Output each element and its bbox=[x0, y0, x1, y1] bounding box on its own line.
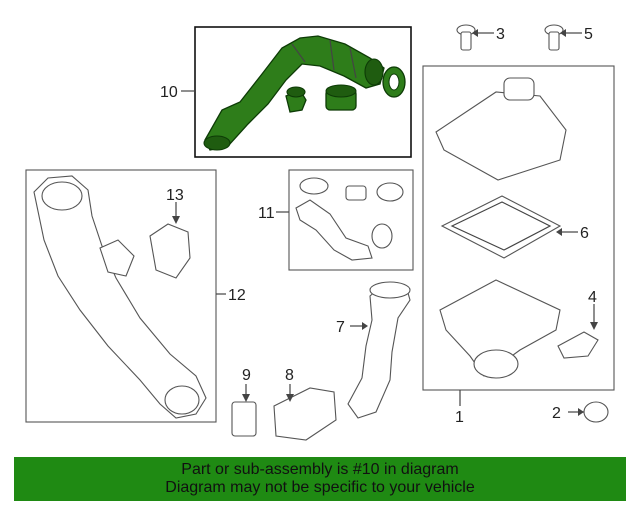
bolt-5[interactable] bbox=[544, 24, 582, 51]
grommet-b bbox=[345, 185, 367, 201]
hose-end-inlet bbox=[364, 58, 384, 86]
grommet-small-top bbox=[286, 86, 306, 98]
arrow-2 bbox=[578, 408, 584, 416]
grommet-2[interactable] bbox=[568, 401, 609, 423]
duct-7-top bbox=[369, 281, 411, 299]
arrow-9 bbox=[242, 394, 250, 402]
seal-c bbox=[376, 182, 404, 202]
group-12-frame bbox=[25, 169, 217, 423]
hose-ring-hole bbox=[388, 73, 400, 91]
arrow-8 bbox=[286, 394, 294, 402]
filter-inner bbox=[450, 201, 552, 251]
hose-end-outlet bbox=[203, 135, 231, 151]
duct-7-body bbox=[347, 283, 411, 419]
callout-7: 7 bbox=[336, 319, 345, 336]
grommet-2-body bbox=[583, 401, 609, 423]
callout-3: 3 bbox=[496, 26, 505, 43]
callout-10: 10 bbox=[160, 84, 178, 101]
group-10[interactable] bbox=[181, 26, 412, 158]
group-11-frame bbox=[288, 169, 414, 271]
resonator-13[interactable] bbox=[149, 223, 191, 279]
duct-inlet bbox=[41, 181, 83, 211]
callout-5: 5 bbox=[584, 26, 593, 43]
duct-7[interactable] bbox=[347, 281, 411, 419]
group-10-frame bbox=[194, 26, 412, 158]
group-12[interactable] bbox=[25, 169, 226, 423]
bolt-5-shank bbox=[548, 31, 560, 51]
arrow-3 bbox=[472, 29, 478, 37]
bolt-3[interactable] bbox=[456, 24, 494, 51]
parts-diagram: 10 12 13 11 3 5 6 4 7 9 8 1 2 bbox=[25, 24, 615, 441]
intake-duct-large[interactable] bbox=[33, 175, 207, 419]
arrow-4 bbox=[590, 322, 598, 330]
air-cleaner-lower[interactable] bbox=[439, 279, 561, 377]
arrow-13 bbox=[172, 216, 180, 224]
part-8-body bbox=[273, 387, 337, 441]
hose-small[interactable] bbox=[295, 199, 373, 261]
cover-snorkel bbox=[503, 77, 535, 101]
seal-round-top bbox=[325, 84, 357, 98]
intake-hose-highlighted[interactable] bbox=[204, 35, 385, 151]
part-8[interactable] bbox=[273, 384, 337, 441]
group-1-frame bbox=[422, 65, 615, 391]
duct-bracket bbox=[99, 239, 135, 277]
info-banner: Part or sub-assembly is #10 in diagram D… bbox=[14, 457, 626, 501]
callout-12: 12 bbox=[228, 287, 246, 304]
duct-outlet bbox=[164, 385, 200, 415]
clamp-ring-a bbox=[299, 177, 329, 195]
callout-9: 9 bbox=[242, 367, 251, 384]
callout-2: 2 bbox=[552, 405, 561, 422]
ring-d bbox=[371, 223, 393, 249]
air-filter-element[interactable] bbox=[440, 195, 562, 259]
arrow-7 bbox=[362, 322, 368, 330]
bolt-3-shank bbox=[460, 31, 472, 51]
callout-6: 6 bbox=[580, 225, 589, 242]
part-9[interactable] bbox=[231, 384, 257, 437]
banner-line-2: Diagram may not be specific to your vehi… bbox=[165, 479, 475, 496]
bracket-4[interactable] bbox=[557, 331, 599, 359]
callout-4: 4 bbox=[588, 289, 597, 306]
arrow-6 bbox=[556, 228, 562, 236]
callout-13: 13 bbox=[166, 187, 184, 204]
callout-8: 8 bbox=[285, 367, 294, 384]
banner-line-1: Part or sub-assembly is #10 in diagram bbox=[181, 461, 459, 478]
group-1[interactable] bbox=[422, 65, 615, 406]
part-9-body bbox=[231, 401, 257, 437]
lower-outlet bbox=[473, 349, 519, 379]
callout-11: 11 bbox=[258, 205, 275, 222]
callout-1: 1 bbox=[455, 409, 464, 426]
air-cleaner-cover[interactable] bbox=[435, 91, 567, 181]
arrow-5 bbox=[560, 29, 566, 37]
hose-ribs bbox=[291, 39, 357, 79]
group-11[interactable] bbox=[276, 169, 414, 271]
